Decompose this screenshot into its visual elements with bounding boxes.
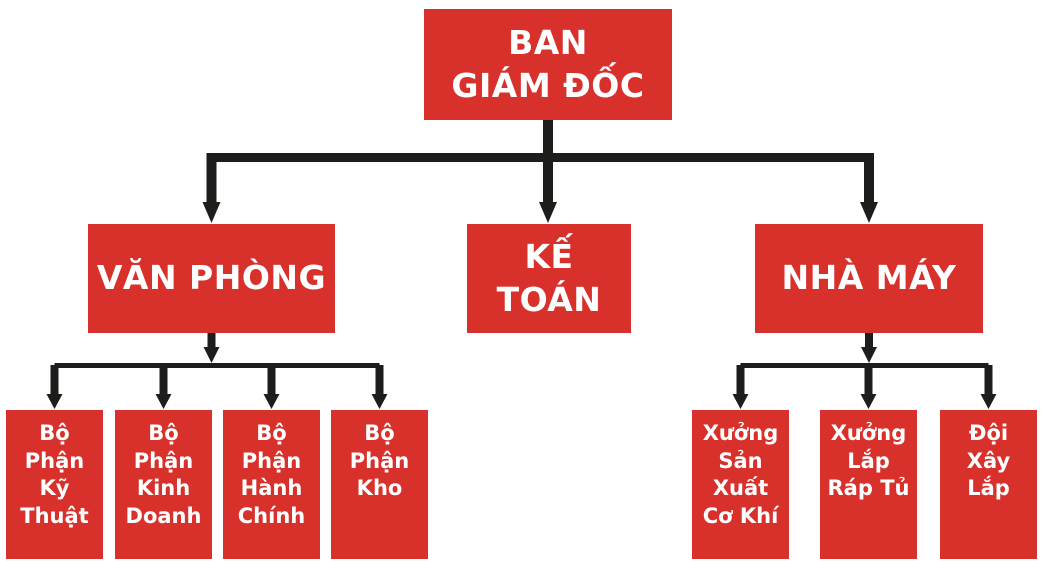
node-bo-phan-hanh-chinh: Bộ Phận Hành Chính (223, 410, 320, 559)
arrowhead-to-nha-may (860, 202, 878, 223)
arrowhead-to-hanh-chinh (263, 394, 280, 409)
node-ban-giam-doc-label: BAN GIÁM ĐỐC (451, 23, 645, 105)
connector-nha-may-to-workshops (732, 331, 997, 409)
node-bo-phan-kho: Bộ Phận Kho (331, 410, 428, 559)
arrowhead-to-doi-xay-lap (980, 394, 997, 409)
arrowhead-feeder-office (203, 347, 220, 363)
arrowhead-to-san-xuat-co-khi (732, 394, 749, 409)
arrowhead-to-van-phong (202, 202, 221, 223)
node-nha-may: NHÀ MÁY (755, 224, 983, 333)
node-van-phong-label: VĂN PHÒNG (96, 258, 327, 298)
connector-root-to-level2 (202, 120, 878, 223)
node-xuong-lap-rap-tu-label: Xưởng Lắp Ráp Tủ (827, 421, 910, 501)
arrowhead-to-lap-rap-tu (860, 394, 877, 409)
node-bo-phan-kinh-doanh: Bộ Phận Kinh Doanh (115, 410, 212, 559)
node-doi-xay-lap: Đội Xây Lắp (940, 410, 1037, 559)
node-xuong-san-xuat-co-khi-label: Xưởng Sản Xuất Cơ Khí (702, 421, 779, 529)
node-bo-phan-ky-thuat-label: Bộ Phận Kỹ Thuật (20, 421, 89, 529)
node-van-phong: VĂN PHÒNG (88, 224, 335, 333)
arrowhead-to-kinh-doanh (155, 394, 172, 409)
node-nha-may-label: NHÀ MÁY (781, 258, 957, 298)
arrowhead-to-ky-thuat (46, 394, 63, 409)
node-ban-giam-doc: BAN GIÁM ĐỐC (424, 9, 672, 120)
connector-van-phong-to-departments (46, 331, 388, 409)
node-xuong-san-xuat-co-khi: Xưởng Sản Xuất Cơ Khí (692, 410, 789, 559)
node-bo-phan-kinh-doanh-label: Bộ Phận Kinh Doanh (125, 421, 202, 529)
arrowhead-to-ke-toan (539, 202, 557, 223)
node-ke-toan-label: KẾ TOÁN (496, 237, 602, 319)
arrowhead-feeder-factory (861, 347, 877, 363)
node-ke-toan: KẾ TOÁN (467, 224, 631, 333)
arrowhead-to-kho (371, 394, 388, 409)
node-bo-phan-ky-thuat: Bộ Phận Kỹ Thuật (6, 410, 103, 559)
node-doi-xay-lap-label: Đội Xây Lắp (966, 421, 1011, 501)
node-bo-phan-kho-label: Bộ Phận Kho (349, 421, 410, 501)
node-xuong-lap-rap-tu: Xưởng Lắp Ráp Tủ (820, 410, 917, 559)
node-bo-phan-hanh-chinh-label: Bộ Phận Hành Chính (237, 421, 306, 529)
